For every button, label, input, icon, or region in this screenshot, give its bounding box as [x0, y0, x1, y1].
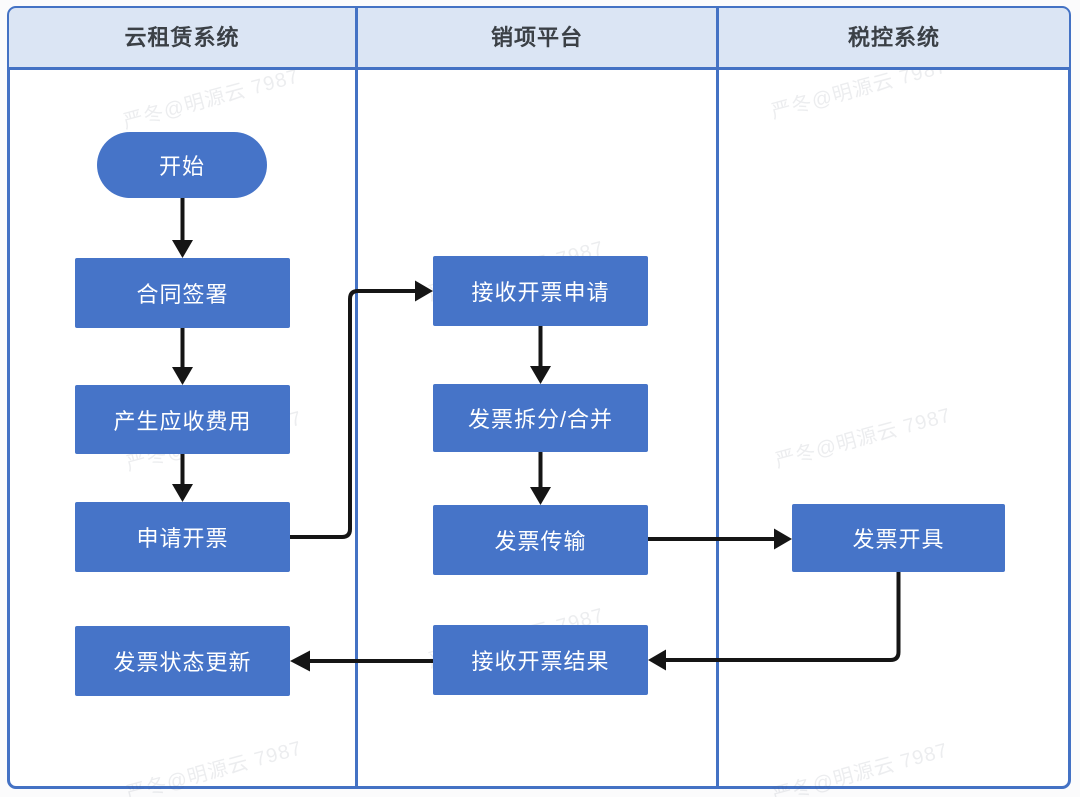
node-receive-invoice-result: 接收开票结果 — [433, 625, 648, 695]
lane-divider-1 — [355, 7, 358, 788]
node-generate-receivable: 产生应收费用 — [75, 385, 290, 454]
node-invoice-split-merge: 发票拆分/合并 — [433, 384, 648, 452]
lane-divider-2 — [716, 7, 719, 788]
node-invoice-transfer: 发票传输 — [433, 505, 648, 575]
node-apply-invoice: 申请开票 — [75, 502, 290, 572]
lane-title-output-invoice-platform: 销项平台 — [490, 25, 583, 50]
lane-title-cloud-rental-system: 云租赁系统 — [124, 25, 240, 50]
node-contract-sign: 合同签署 — [75, 258, 290, 328]
node-invoice-status-update: 发票状态更新 — [75, 626, 290, 696]
node-invoice-issue: 发票开具 — [792, 504, 1005, 572]
node-start: 开始 — [97, 132, 267, 198]
lane-header-band — [9, 8, 1069, 70]
lane-title-tax-control-system: 税控系统 — [847, 25, 940, 50]
node-receive-invoice-request: 接收开票申请 — [433, 256, 648, 326]
